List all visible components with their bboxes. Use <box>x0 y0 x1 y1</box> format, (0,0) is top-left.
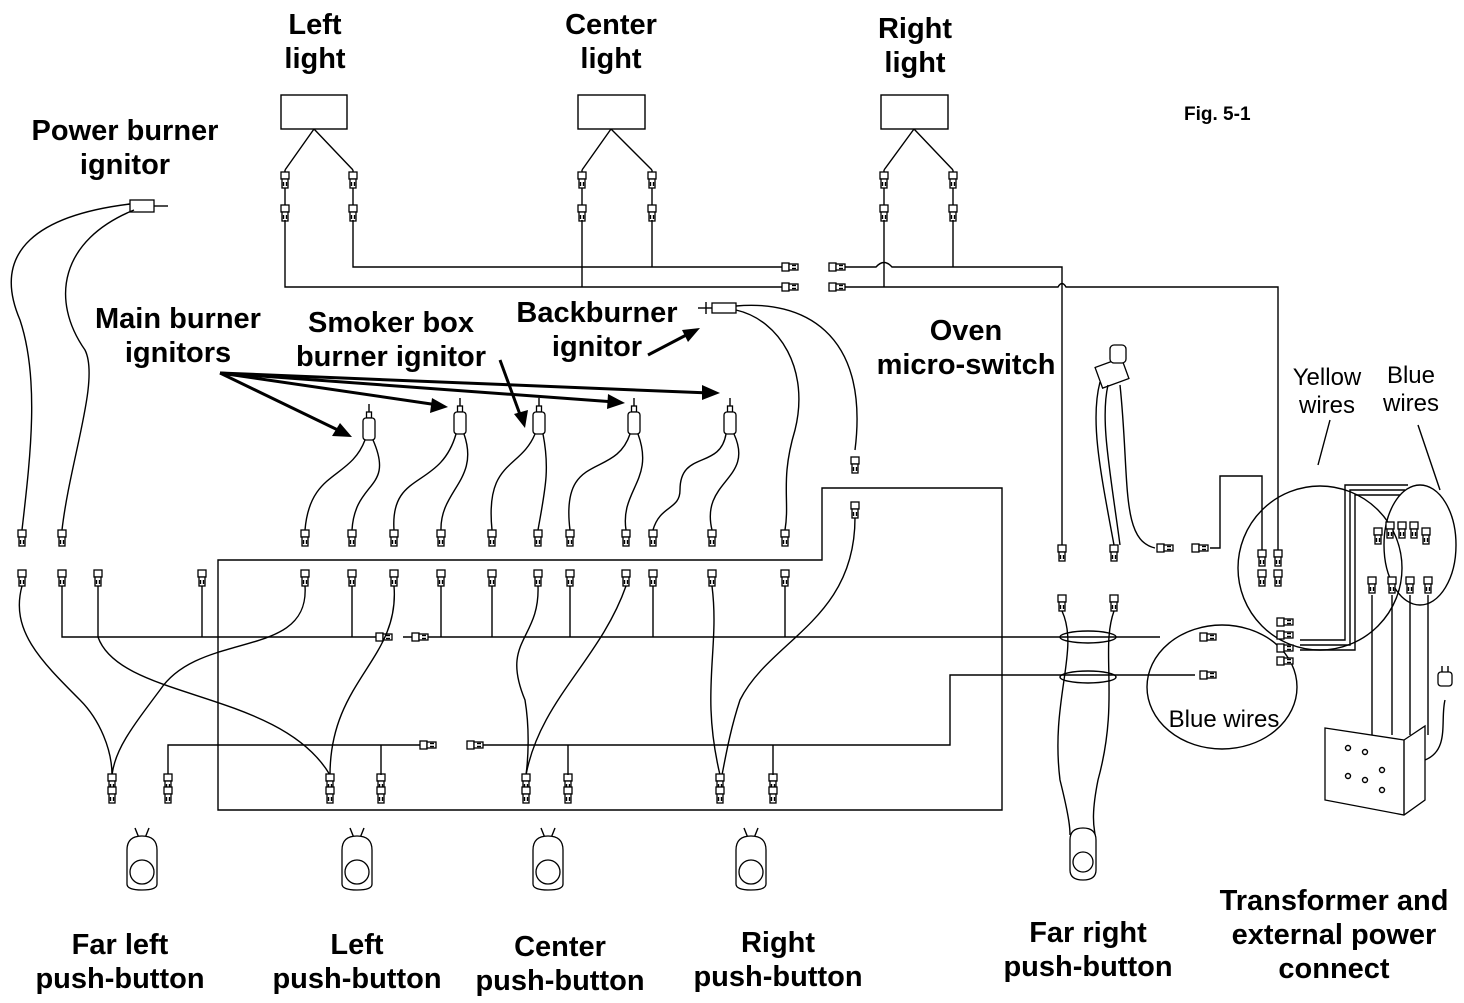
backburner-ignitor-wires <box>698 302 860 531</box>
burner-ignitors <box>304 397 740 531</box>
yellow-wires-label: Yellow wires <box>1292 364 1362 420</box>
center-light-label: Center light <box>565 9 657 76</box>
blue-wires-lower-label: Blue wires <box>1168 706 1280 733</box>
center-push-button-label: Center push-button <box>475 931 645 998</box>
smoker-box-burner-ignitor-label: Smoker box burner ignitor <box>295 307 487 374</box>
left-light-label: Left light <box>284 9 346 76</box>
label-arrows <box>219 328 720 437</box>
figure-label: Fig. 5-1 <box>1184 104 1251 125</box>
transformer-box <box>1324 595 1453 816</box>
light-boxes <box>280 94 954 220</box>
harness-wiring <box>97 487 1217 811</box>
far-left-push-button-label: Far left push-button <box>35 929 205 996</box>
backburner-ignitor-label: Backburner ignitor <box>516 297 678 364</box>
far-right-assembly <box>1057 344 1263 881</box>
light-connectors <box>280 171 958 222</box>
power-burner-ignitor-label: Power burner ignitor <box>31 115 219 182</box>
power-burner-ignitor-wires <box>10 199 380 776</box>
right-push-button-label: Right push-button <box>693 927 863 994</box>
right-light-label: Right light <box>877 13 953 80</box>
main-burner-ignitors-label: Main burner ignitors <box>95 303 261 370</box>
light-wiring <box>284 220 1279 550</box>
harness-connectors <box>300 529 790 587</box>
push-button-connectors <box>107 745 778 804</box>
wire-group-circles <box>1146 419 1457 750</box>
transformer-label: Transformer and external power connect <box>1219 885 1449 986</box>
oven-micro-switch-label: Oven micro-switch <box>876 315 1056 382</box>
blue-wires-right-label: Blue wires <box>1382 362 1439 418</box>
push-buttons <box>126 827 767 891</box>
left-push-button-label: Left push-button <box>272 929 442 996</box>
far-right-push-button-label: Far right push-button <box>1003 917 1173 984</box>
